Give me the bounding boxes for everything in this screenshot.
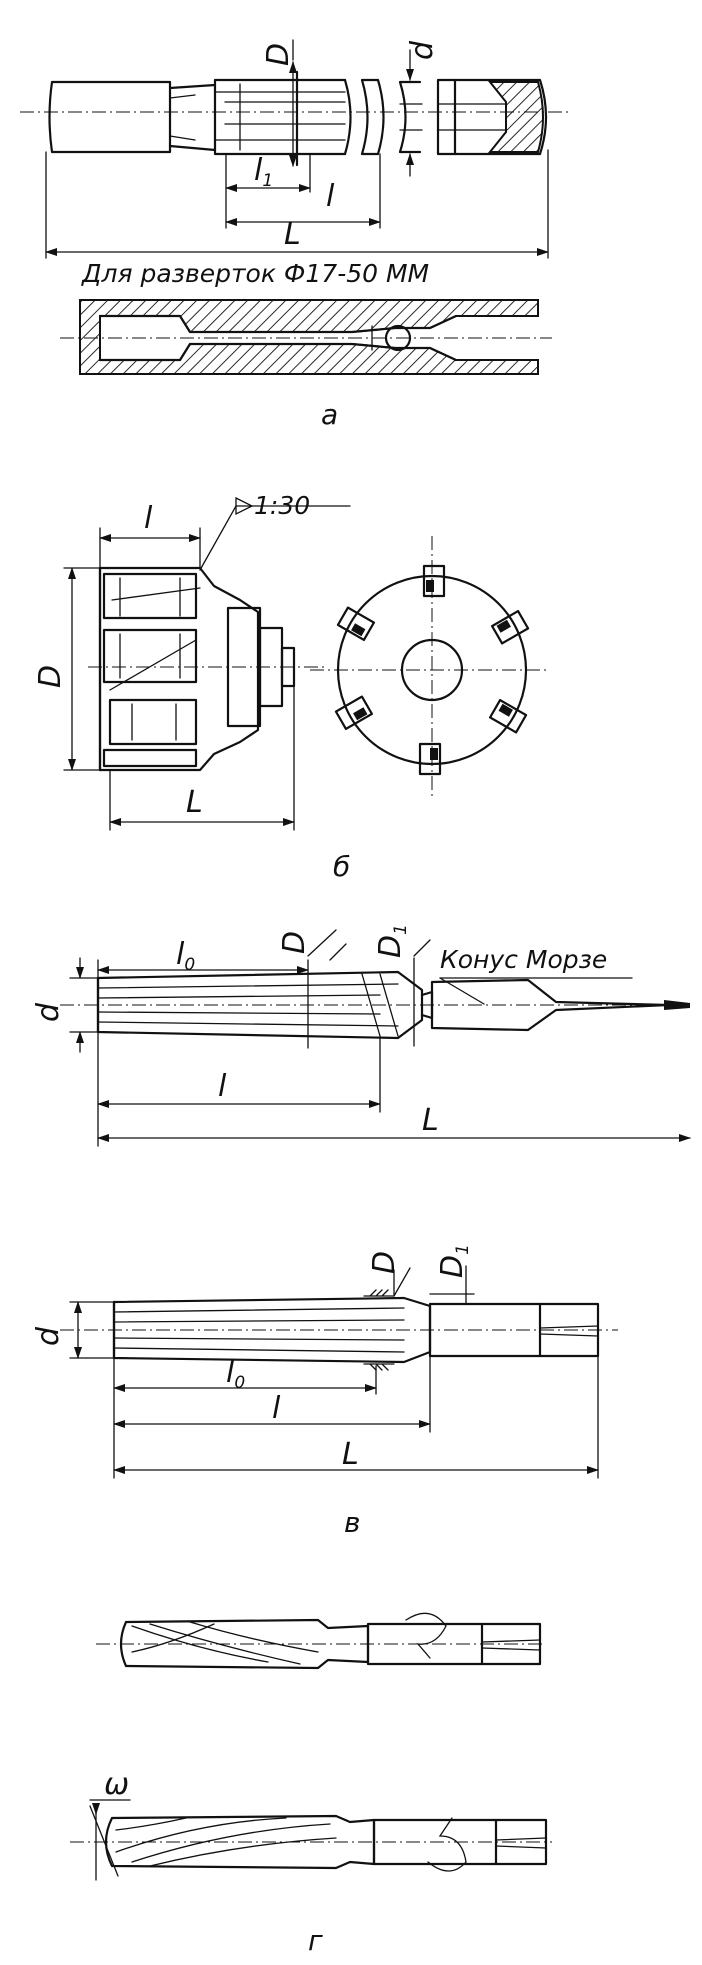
part-v-bottom-dim-l: l: [272, 1391, 281, 1426]
part-g-left-spiral-reamer: [96, 1612, 546, 1670]
part-g-helical-reamer: [70, 1799, 552, 1881]
part-v-top-dim-L: L: [422, 1103, 439, 1138]
part-v-taper-reamer-morse-shank: [60, 929, 691, 1147]
part-v-bottom-dim-D1: D1: [435, 1244, 473, 1278]
part-g-omega-label: ω: [104, 1767, 129, 1802]
part-v-top-dim-l: l: [218, 1069, 227, 1104]
part-v-bottom-dim-d: d: [31, 1326, 66, 1346]
part-v-top-dim-D1-subscript: 1: [391, 924, 411, 935]
part-g-caption: г: [308, 1924, 323, 1957]
part-b-end-view-teeth: [334, 564, 530, 776]
part-a-dim-l: l: [326, 179, 335, 214]
part-b-caption: б: [333, 850, 350, 883]
part-b-dim-L: L: [186, 785, 203, 820]
part-v-top-dim-d: d: [31, 1002, 66, 1022]
part-v-bottom-dim-D1-subscript: 1: [453, 1244, 473, 1255]
part-v-caption: в: [344, 1506, 361, 1539]
part-v-top-dim-l0: l0: [176, 937, 195, 975]
part-b-taper-label: 1:30: [254, 491, 310, 520]
part-v-top-dim-l0-subscript: 0: [184, 955, 195, 975]
part-b-dim-D: D: [33, 665, 68, 688]
part-a-caption: а: [321, 398, 338, 431]
part-a-dim-l1: l1: [254, 153, 273, 191]
part-a-dim-L: L: [284, 217, 301, 252]
part-a-holder-section: [60, 299, 552, 375]
part-v-morse-label: Конус Морзе: [440, 945, 607, 974]
part-a-dim-D: D: [261, 43, 296, 66]
part-v-taper-reamer-cylindrical-shank: [60, 1265, 618, 1479]
part-a-dim-l1-subscript: 1: [262, 171, 273, 191]
part-v-bottom-dim-D: D: [367, 1251, 402, 1274]
part-v-bottom-dim-L: L: [342, 1437, 359, 1472]
part-a-reamer-side-view: [20, 39, 570, 259]
part-b-dim-l: l: [144, 501, 153, 536]
part-b-end-view: [310, 536, 550, 800]
part-a-note: Для разверток Ф17-50 ММ: [81, 259, 429, 288]
part-b-shell-reamer: [63, 496, 351, 831]
part-a-dim-d: d: [405, 40, 440, 60]
part-v-top-dim-D1: D1: [373, 924, 411, 958]
part-v-bottom-dim-l0-subscript: 0: [234, 1373, 245, 1393]
part-v-top-dim-D: D: [277, 931, 312, 954]
part-v-bottom-dim-l0: l0: [226, 1355, 245, 1393]
